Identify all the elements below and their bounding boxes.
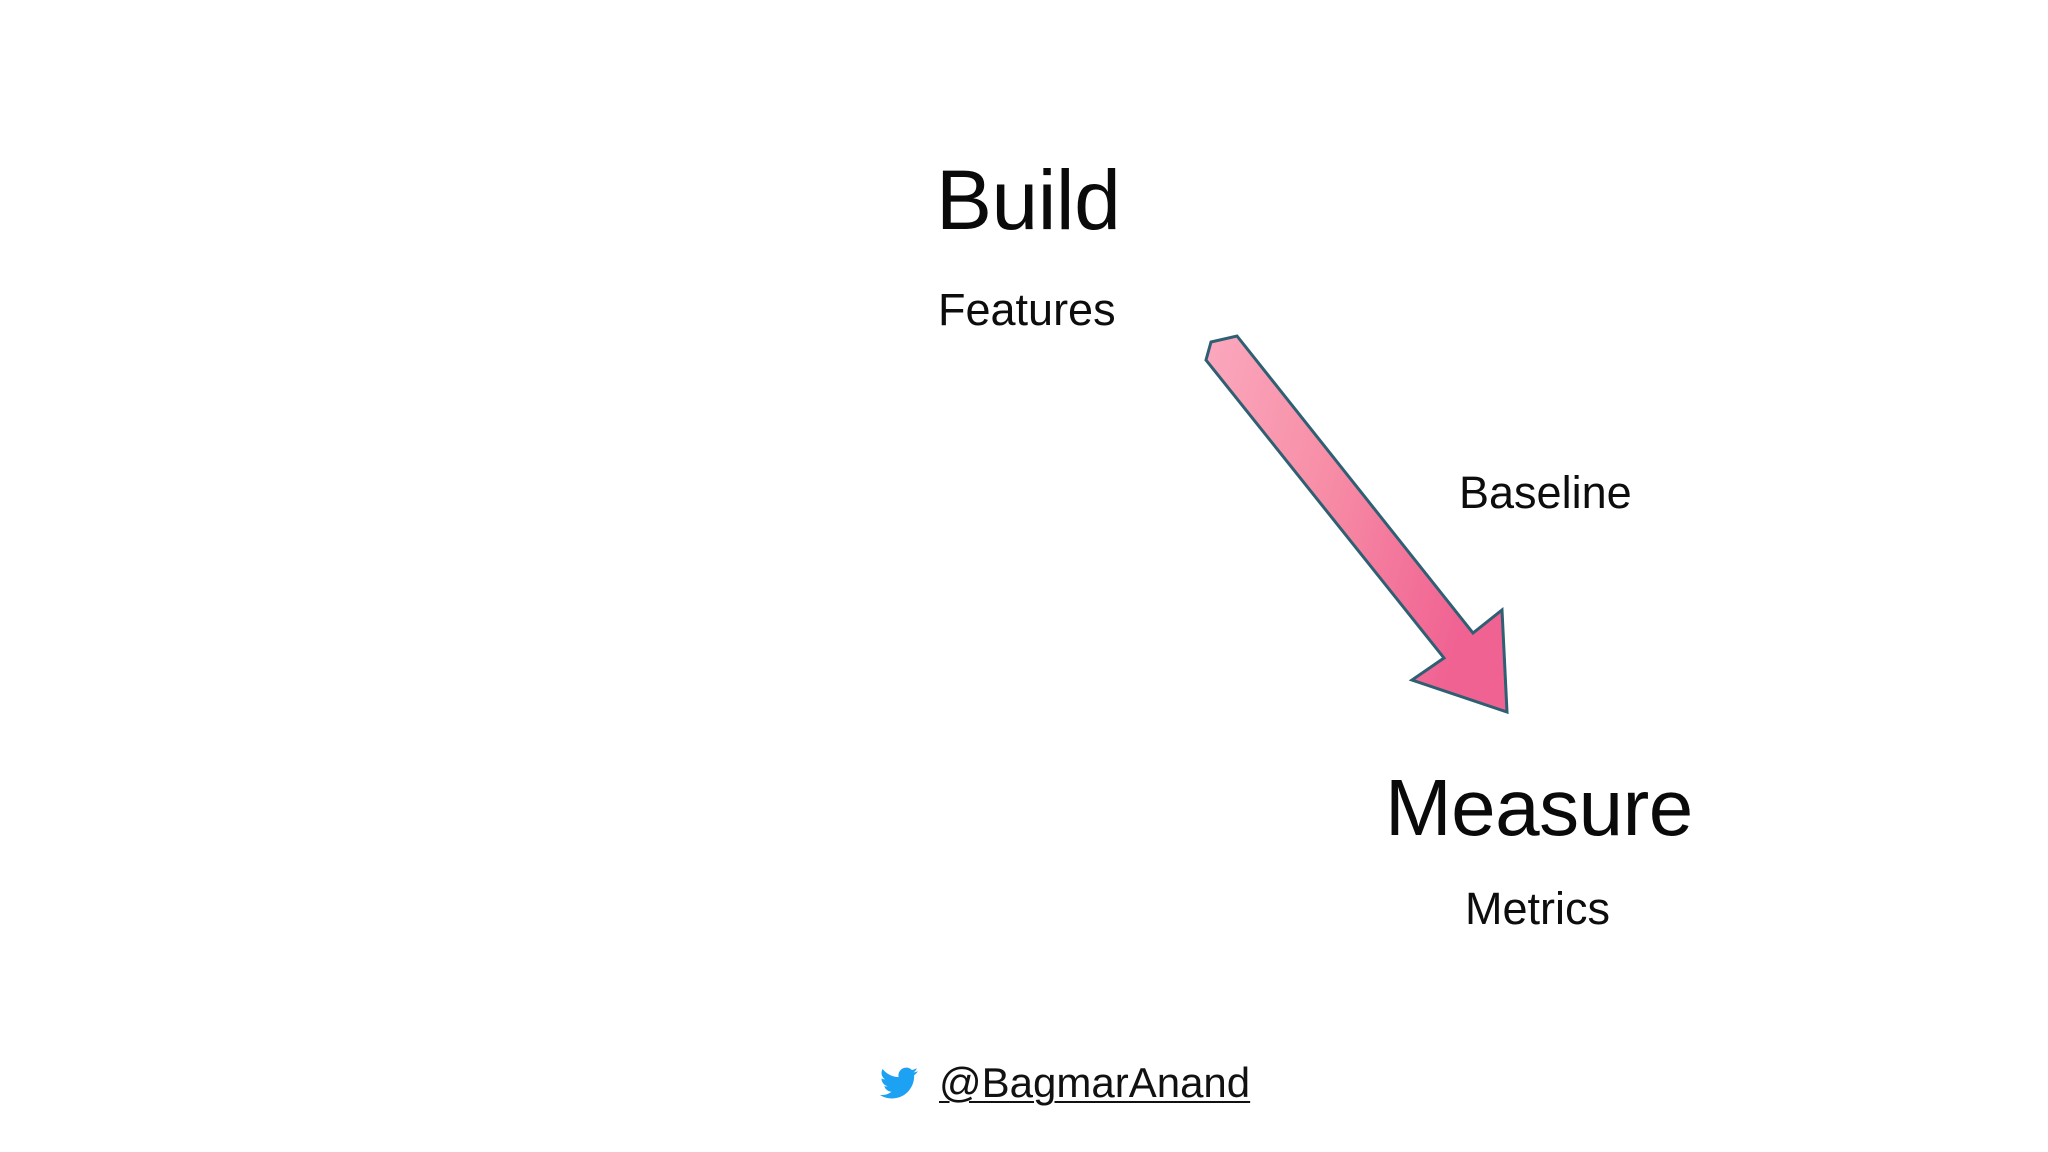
- build-subtitle: Features: [938, 284, 1116, 335]
- measure-subtitle: Metrics: [1465, 883, 1610, 934]
- measure-title: Measure: [1385, 763, 1693, 852]
- baseline-label: Baseline: [1459, 467, 1632, 518]
- twitter-bird-icon: [880, 1067, 918, 1099]
- build-to-measure-arrow: [1204, 334, 1509, 715]
- footer-attribution: @BagmarAnand: [876, 1062, 1250, 1104]
- build-title: Build: [936, 153, 1121, 247]
- twitter-handle-link[interactable]: @BagmarAnand: [939, 1059, 1251, 1106]
